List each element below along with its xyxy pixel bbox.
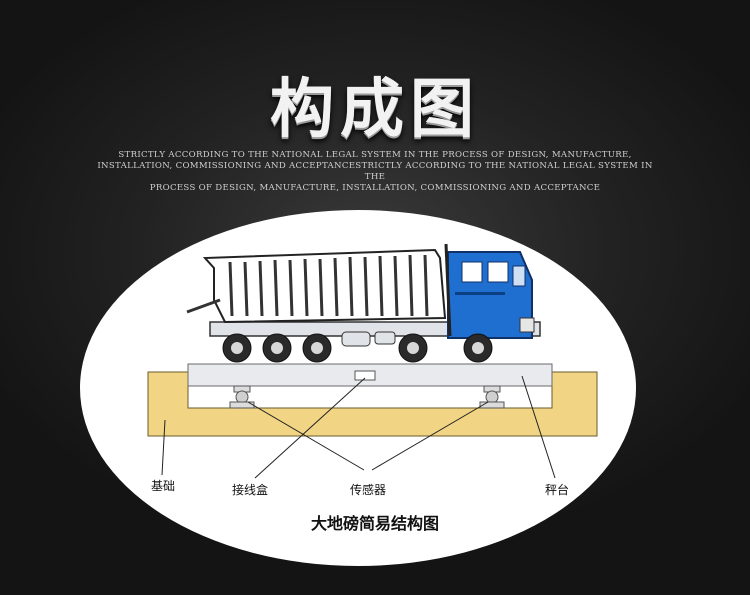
subtitle-line: STRICTLY ACCORDING TO THE NATIONAL LEGAL…: [118, 150, 632, 160]
truck-dump-body: [202, 248, 447, 324]
truck-window: [461, 261, 483, 283]
label-platform: 秤台: [545, 483, 570, 497]
truck-window: [487, 261, 509, 283]
sensor-left: [229, 385, 255, 409]
leader-sensor-right: [371, 401, 489, 471]
subtitle-line: INSTALLATION, COMMISSIONING AND ACCEPTAN…: [97, 161, 653, 182]
label-junction-box: 接线盒: [232, 483, 269, 497]
diagram-caption: 大地磅简易结构图: [310, 514, 439, 533]
leader-foundation: [161, 419, 166, 476]
junction-box-shape: [354, 370, 376, 381]
leader-sensor-left: [247, 401, 365, 471]
leader-junction-box: [254, 377, 366, 479]
leader-lines: [161, 375, 556, 479]
subtitle-line: PROCESS OF DESIGN, MANUFACTURE, INSTALLA…: [149, 183, 601, 193]
subtitle: STRICTLY ACCORDING TO THE NATIONAL LEGAL…: [90, 150, 660, 194]
label-foundation: 基础: [151, 479, 176, 493]
truck: [186, 243, 541, 363]
label-sensor: 传感器: [350, 483, 387, 497]
sensor-right: [479, 385, 505, 409]
truck-body-stripes: [228, 254, 429, 317]
leader-platform: [521, 375, 556, 479]
page-title: 构成图: [270, 73, 480, 147]
